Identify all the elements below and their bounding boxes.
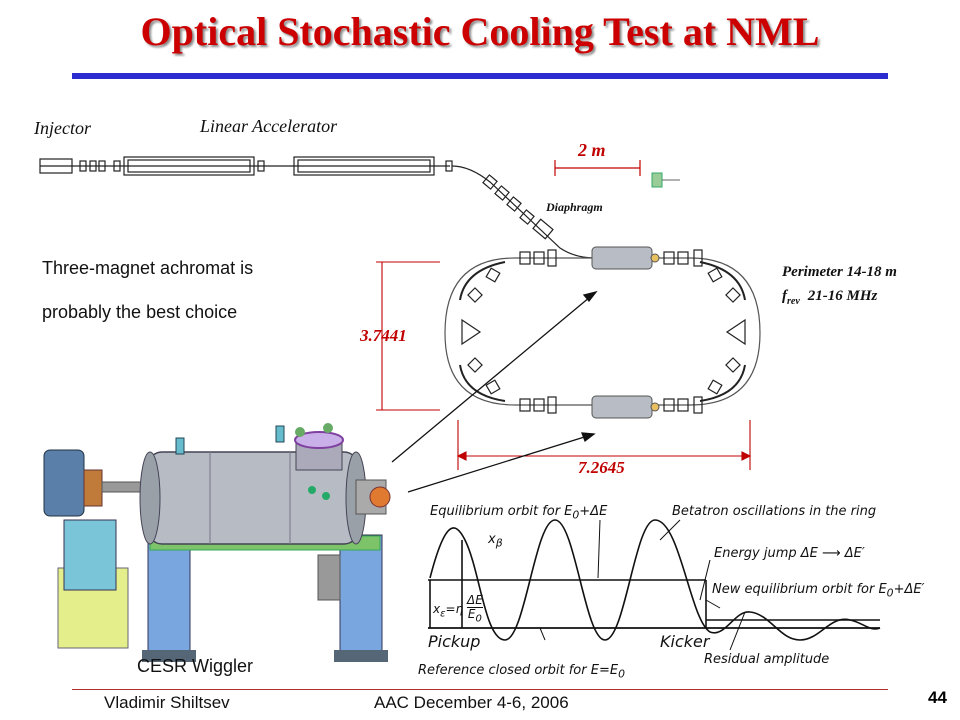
x-beta-label: xβ <box>488 532 503 550</box>
page-number: 44 <box>928 688 947 707</box>
dump-symbol <box>651 172 680 188</box>
ring-wigglers <box>591 246 660 419</box>
wiggler-caption: CESR Wiggler <box>137 656 254 676</box>
width-dimension: 7.2645 <box>578 458 625 477</box>
diaphragm-label: Diaphragm <box>546 200 603 214</box>
slide-title: Optical Stochastic Cooling Test at NML <box>140 9 820 54</box>
kicker-label: Kicker <box>660 632 710 651</box>
injector-label: Injector <box>34 118 91 138</box>
scale-label: 2 m <box>578 140 606 160</box>
sketch-pointers <box>539 519 746 651</box>
reference-orbit-label: Reference closed orbit for E=E0 <box>418 663 625 681</box>
x-epsilon-formula: xε=η ΔE E0 <box>433 593 483 625</box>
residual-amplitude-label: Residual amplitude <box>704 652 830 667</box>
new-equilibrium-label: New equilibrium orbit for E0+ΔE′ <box>712 582 925 600</box>
pickup-label: Pickup <box>428 632 481 651</box>
linac-beamline <box>39 156 596 259</box>
title-underline <box>72 73 888 79</box>
height-dimension: 3.7441 <box>360 326 407 345</box>
footer-rule <box>72 689 888 690</box>
footer-author: Vladimir Shiltsev <box>104 693 230 712</box>
equilibrium-orbit-label: Equilibrium orbit for E0+ΔE <box>430 504 608 522</box>
dimension-lines <box>376 261 752 470</box>
achromat-note-line2: probably the best choice <box>42 302 238 322</box>
achromat-note-line1: Three-magnet achromat is <box>42 258 254 278</box>
betatron-label: Betatron oscillations in the ring <box>672 504 877 519</box>
linac-label: Linear Accelerator <box>200 116 338 136</box>
cooling-ring <box>444 249 761 414</box>
energy-jump-label: Energy jump ΔE ⟶ ΔE′ <box>714 546 865 561</box>
footer-event: AAC December 4-6, 2006 <box>374 693 569 712</box>
scale-bar <box>554 160 641 176</box>
perimeter-label: Perimeter 14-18 m <box>782 264 897 280</box>
betatron-oscillation-curve <box>429 519 881 641</box>
pointer-arrows <box>391 290 598 493</box>
